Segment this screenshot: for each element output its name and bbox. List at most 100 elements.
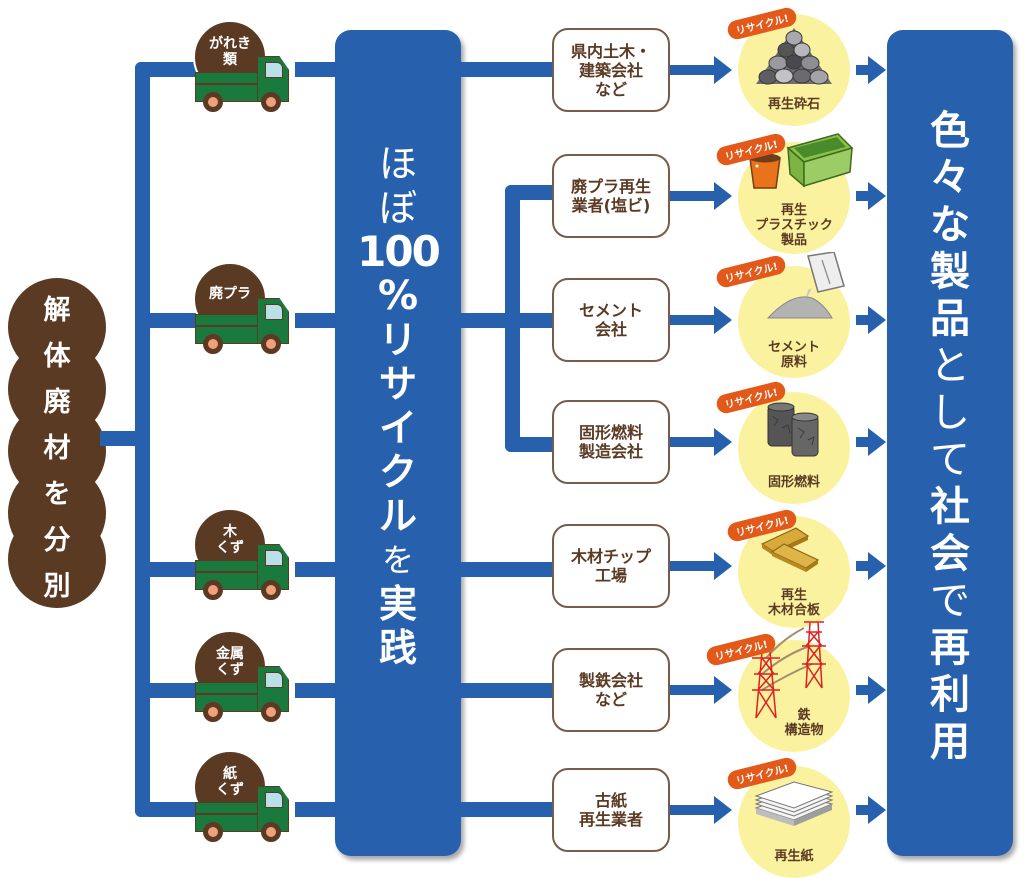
steel-tower-icon [752, 621, 826, 719]
panel-char: て [930, 437, 970, 483]
source-char: 材 [43, 433, 71, 464]
label-line: 県内土木・ [570, 41, 651, 61]
connector-line [135, 313, 200, 328]
label-line: 再生業者 [578, 810, 643, 829]
connector-line [461, 62, 553, 77]
source-char: を [43, 479, 71, 510]
recycler-box-cement: セメント 会社 [552, 278, 670, 362]
plywood-icon [760, 527, 820, 572]
connector-line [135, 802, 200, 817]
recycler-box-plastic: 廃プラ再生 業者(塩ビ) [552, 154, 670, 238]
panel-char: 々 [930, 155, 970, 201]
waste-type-label: 紙 くず [193, 750, 267, 824]
recycler-box-paper: 古紙 再生業者 [552, 768, 670, 852]
panel-char: 品 [930, 296, 970, 342]
waste-type-label: 廃プラ [193, 262, 267, 336]
product-steel-structure: 鉄 構造物 [738, 621, 850, 752]
product-recycled-paper: 再生紙 [738, 766, 850, 878]
label-line: など [594, 79, 627, 99]
connector-line [461, 683, 553, 698]
label-line: など [594, 690, 627, 709]
truck-wheel [261, 702, 281, 722]
connector-line [295, 802, 340, 817]
panel-char: 践 [378, 626, 417, 670]
panel-char: ほ [378, 142, 417, 186]
waste-truck-paper: 紙 くず [193, 750, 297, 842]
source-char: 廃 [43, 387, 71, 418]
label-line: 構造物 [784, 723, 824, 738]
reuse-panel: 色 々 な 製 品 と し て 社 会 で 再 利 用 [887, 30, 1013, 856]
cement-bag-icon [766, 252, 845, 319]
label-line: セメント [579, 301, 643, 320]
connector-line [295, 562, 340, 577]
truck-wheel [203, 702, 223, 722]
panel-char: サ [378, 362, 417, 406]
label-line: セメント [768, 340, 820, 355]
label-line: 製造会社 [578, 442, 643, 461]
source-char: 体 [43, 341, 71, 372]
connector-line [505, 437, 553, 452]
label-line: 金属 [216, 646, 244, 662]
panel-char: と [930, 343, 970, 389]
label-line: 工場 [594, 566, 627, 585]
gravel-pile-icon [756, 28, 832, 85]
product-label: 固形燃料 [738, 475, 850, 490]
connector-line [100, 431, 140, 446]
connector-line [295, 313, 340, 328]
waste-truck-wood: 木 くず [193, 508, 297, 600]
truck-window [265, 304, 283, 320]
truck-window [265, 792, 283, 808]
panel-char: を [381, 541, 414, 579]
panel-char: 用 [930, 719, 970, 765]
label-line: 会社 [594, 320, 627, 339]
waste-type-label: 木 くず [193, 508, 267, 582]
product-label: 再生 プラスチック 製品 [738, 203, 850, 248]
label-line: 類 [223, 52, 237, 68]
panel-char: イ [378, 406, 417, 450]
label-line: がれき [209, 36, 251, 52]
label-line: くず [216, 662, 244, 678]
label-line: 木材合板 [767, 603, 820, 618]
connector-line [295, 62, 340, 77]
source-char: 解 [43, 295, 71, 326]
label-line: 製鉄会社 [578, 671, 643, 690]
solid-fuel-icon [767, 402, 819, 457]
panel-char: 実 [378, 582, 417, 626]
panel-char: ル [378, 494, 417, 538]
label-line: くず [216, 782, 244, 798]
panel-char: ぼ [378, 186, 417, 230]
connector-line [135, 62, 200, 77]
connector-line [295, 683, 340, 698]
truck-window [265, 550, 283, 566]
waste-truck-metal: 金属 くず [193, 630, 297, 722]
label-line: 原料 [780, 355, 807, 370]
label-line: 再生 [780, 588, 807, 603]
label-line: 紙 [223, 766, 237, 782]
label-line: 古紙 [594, 791, 627, 810]
truck-wheel [203, 92, 223, 112]
panel-char: 再 [930, 625, 970, 671]
recycle-rate-text: ほ ぼ 100 % リ サ イ ク ル を 実 践 [335, 142, 461, 670]
label-line: プラスチック [755, 218, 833, 233]
panel-char: リ [378, 318, 417, 362]
connector-line [461, 802, 553, 817]
label-line: 鉄 [797, 708, 811, 723]
plastic-container-icon [749, 133, 854, 189]
panel-char: 色 [930, 108, 970, 154]
reuse-text: 色 々 な 製 品 と し て 社 会 で 再 利 用 [887, 108, 1013, 766]
label-line: 木 [223, 524, 237, 540]
truck-wheel [203, 580, 223, 600]
truck-window [265, 672, 283, 688]
source-char: 別 [43, 571, 71, 602]
source-circle [8, 510, 106, 608]
panel-char: 製 [930, 249, 970, 295]
waste-truck-rubble: がれき 類 [193, 20, 297, 112]
truck-wheel [261, 334, 281, 354]
label-line: 製品 [780, 233, 807, 248]
label-line: くず [216, 540, 244, 556]
panel-char-number: 100 [357, 227, 441, 276]
source-label: 解 体 廃 材 を 分 別 [8, 288, 106, 610]
label-line: 廃プラ再生 [570, 177, 651, 196]
truck-wheel [203, 334, 223, 354]
panel-char: 会 [930, 531, 970, 577]
